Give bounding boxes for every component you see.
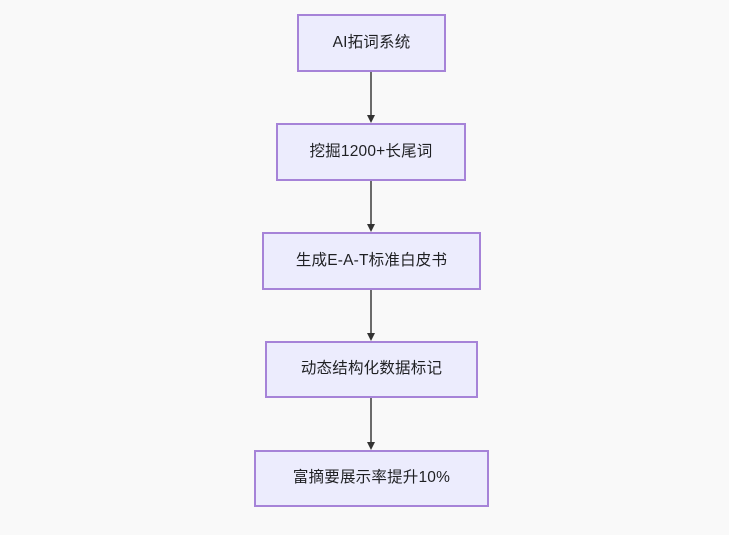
flow-node-label: AI拓词系统 (332, 33, 411, 51)
flow-node-rich-snippet-impression-lift[interactable]: 富摘要展示率提升10% (254, 450, 489, 507)
flow-node-label: 生成E-A-T标准白皮书 (295, 251, 448, 269)
flow-node-label: 动态结构化数据标记 (300, 360, 443, 378)
edge-line (370, 398, 372, 442)
flow-node-dynamic-structured-data-markup[interactable]: 动态结构化数据标记 (265, 341, 478, 398)
flow-node-label: 富摘要展示率提升10% (292, 469, 451, 487)
flow-node-generate-eat-whitepaper[interactable]: 生成E-A-T标准白皮书 (262, 232, 481, 290)
edge-line (370, 181, 372, 224)
arrow-down-icon (366, 115, 375, 123)
flow-node-label: 挖掘1200+长尾词 (309, 142, 433, 160)
arrow-down-icon (366, 333, 375, 341)
arrow-down-icon (366, 442, 375, 450)
edge-line (370, 72, 372, 115)
flow-node-ai-keyword-system[interactable]: AI拓词系统 (297, 14, 446, 72)
arrow-down-icon (366, 224, 375, 232)
flow-node-mine-longtail-keywords[interactable]: 挖掘1200+长尾词 (276, 123, 466, 181)
edge-line (370, 290, 372, 333)
